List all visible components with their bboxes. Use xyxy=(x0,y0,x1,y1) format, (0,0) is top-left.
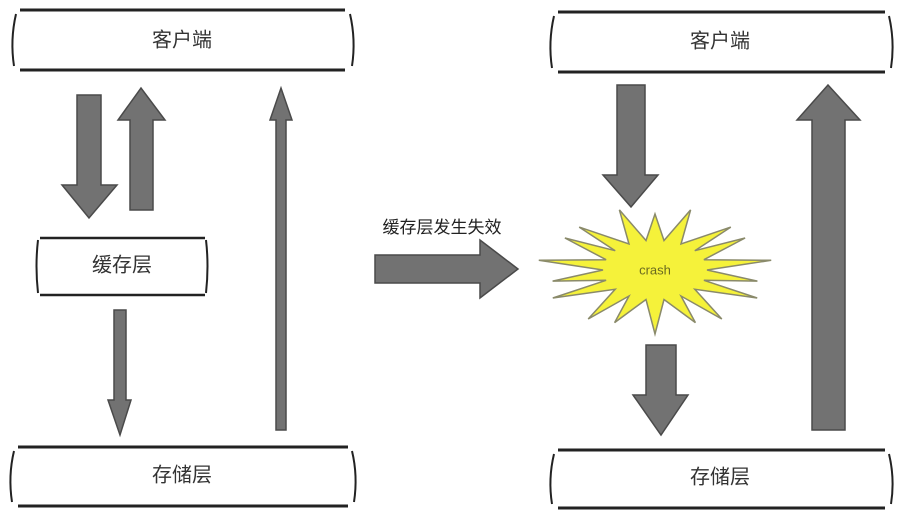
left-up-arrow-storage-to-client xyxy=(268,85,294,431)
left-cache-label: 缓存层 xyxy=(92,253,152,277)
left-down-arrow-to-storage xyxy=(106,309,133,438)
right-up-arrow-storage-to-client xyxy=(795,83,862,431)
right-down-arrow-to-storage xyxy=(631,344,690,437)
left-down-arrow-to-cache xyxy=(60,94,119,220)
crash-starburst xyxy=(538,209,772,337)
left-cache-box: 缓存层 xyxy=(35,236,209,297)
right-storage-label: 存储层 xyxy=(690,465,750,489)
left-client-label: 客户端 xyxy=(152,28,212,52)
left-storage-box: 存储层 xyxy=(9,445,357,508)
transition-arrow xyxy=(374,238,520,300)
left-storage-label: 存储层 xyxy=(152,463,212,487)
right-storage-box: 存储层 xyxy=(549,448,894,510)
right-client-box: 客户端 xyxy=(549,10,894,74)
right-down-arrow-to-crash xyxy=(601,84,660,209)
right-client-label: 客户端 xyxy=(690,29,750,53)
left-up-arrow-from-cache xyxy=(116,86,167,211)
left-client-box: 客户端 xyxy=(11,8,355,72)
transition-label: 缓存层发生失效 xyxy=(383,218,502,238)
crash-label: crash xyxy=(639,262,671,277)
